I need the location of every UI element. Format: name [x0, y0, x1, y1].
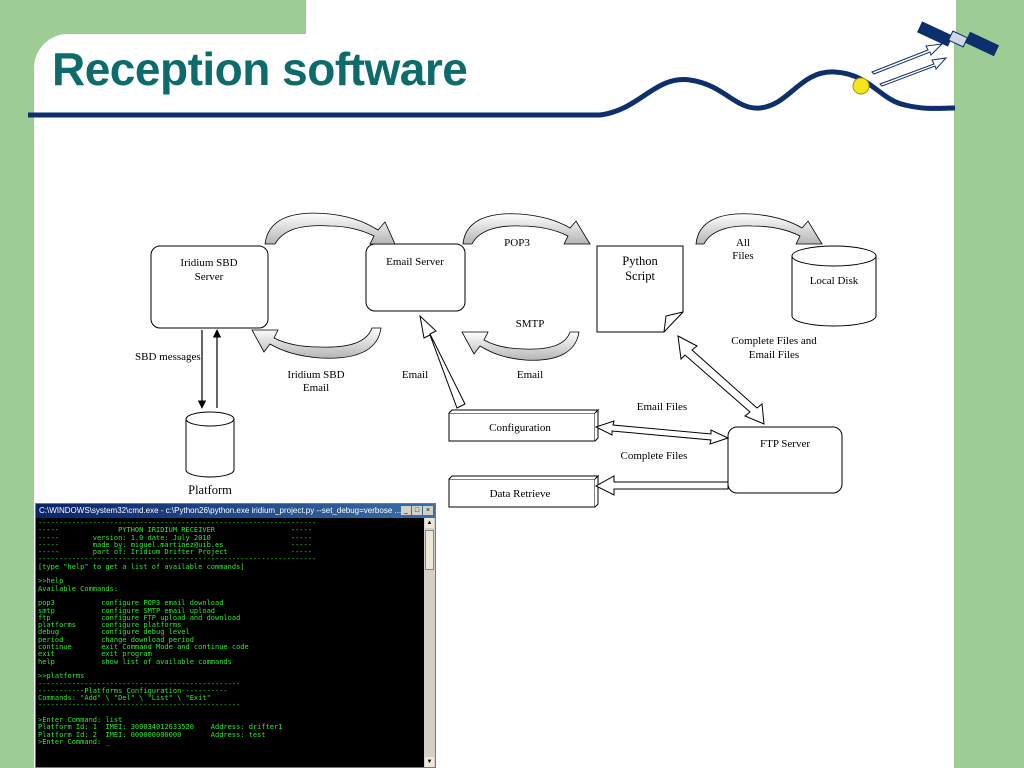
edge-label-all-files-1: All	[736, 237, 750, 249]
signal-arrows	[871, 43, 948, 87]
console-line: -----------Platforms Configuration------…	[38, 686, 228, 695]
sun-icon	[852, 77, 870, 95]
console-line: Available Commands:	[38, 584, 119, 593]
console-line	[38, 666, 421, 673]
console-line: pop3 configure POP3 email download	[38, 599, 224, 608]
edge-label-complete-files: Complete Files	[621, 450, 688, 462]
node-ftp-server: FTP Server	[727, 426, 843, 494]
scroll-down-icon[interactable]: ▼	[425, 757, 434, 767]
console-line: period change download period	[38, 635, 194, 644]
node-data-retrieve: Data Retrieve	[448, 474, 600, 508]
edge-label-sbd-messages: SBD messages	[135, 351, 201, 363]
console-line: ----- version: 1.0 date: July 2010 -----	[38, 533, 312, 542]
console-line: ftp configure FTP upload and download	[38, 613, 241, 622]
iridium-sbd-server-label-1: Iridium SBD	[180, 257, 237, 269]
arrow-ftp-to-data-retrieve	[594, 475, 729, 496]
edge-label-iridium-sbd-email-2: Email	[303, 382, 329, 394]
edge-label-iridium-sbd-email-1: Iridium SBD	[287, 369, 344, 381]
console-line: smtp configure SMTP email upload	[38, 606, 216, 615]
platform-label: Platform	[188, 483, 232, 497]
python-script-label-2: Script	[625, 269, 655, 283]
console-line: exit exit program	[38, 650, 152, 659]
console-line	[38, 571, 421, 578]
console-line: >Enter Command: _	[38, 737, 110, 746]
node-configuration: Configuration	[448, 408, 600, 442]
console-line: ----- PYTHON IRIDIUM RECEIVER -----	[38, 526, 312, 535]
python-script-label-1: Python	[622, 254, 658, 268]
edge-label-email-left: Email	[402, 369, 428, 381]
edge-label-smtp: SMTP	[516, 318, 545, 330]
curved-arrow-all-files	[695, 213, 823, 245]
console-line: ----------------------------------------…	[38, 555, 317, 564]
console-line: Platform Id: 1 IMEI: 300034012633520 Add…	[38, 723, 283, 732]
console-line: >>help	[38, 577, 64, 586]
console-window-controls: _ □ ×	[401, 506, 433, 515]
arrow-configuration-to-email-server	[419, 314, 466, 409]
satellite-icon	[917, 21, 1000, 57]
console-line: continue exit Command Mode and continue …	[38, 643, 249, 652]
ftp-server-label: FTP Server	[760, 438, 810, 450]
edge-label-email-files: Email Files	[637, 401, 687, 413]
node-python-script: Python Script	[596, 245, 684, 333]
console-window[interactable]: C:\WINDOWS\system32\cmd.exe - c:\Python2…	[35, 503, 436, 768]
arrow-configuration-ftp-double	[594, 420, 730, 445]
curved-arrow-pop3	[462, 213, 591, 245]
scroll-thumb[interactable]	[425, 530, 434, 570]
node-iridium-sbd-server: Iridium SBD Server	[150, 245, 269, 329]
console-line: ----- part of: Iridium Drifter Project -…	[38, 548, 312, 557]
scroll-up-icon[interactable]: ▲	[425, 518, 434, 528]
console-line: ----------------------------------------…	[38, 679, 241, 688]
console-line: >>platforms	[38, 672, 85, 681]
console-line: Commands: "Add" \ "Del" \ "List" \ "Exit…	[38, 694, 211, 703]
node-local-disk: Local Disk	[791, 245, 877, 327]
node-email-server: Email Server	[365, 243, 466, 312]
curved-arrow-smtp	[461, 331, 580, 361]
hills-logo	[28, 69, 956, 118]
email-server-label: Email Server	[386, 256, 444, 268]
iridium-sbd-server-label-2: Server	[195, 271, 224, 283]
console-line: ----------------------------------------…	[38, 519, 317, 527]
console-line: Platform Id: 2 IMEI: 000000000000 Addres…	[38, 730, 266, 739]
console-line: debug configure debug level	[38, 628, 190, 637]
close-icon[interactable]: ×	[423, 506, 433, 515]
edge-label-email-right: Email	[517, 369, 543, 381]
slide-title: Reception software	[52, 43, 468, 95]
console-titlebar[interactable]: C:\WINDOWS\system32\cmd.exe - c:\Python2…	[36, 504, 435, 518]
data-retrieve-label: Data Retrieve	[490, 488, 551, 500]
configuration-label: Configuration	[489, 422, 551, 434]
console-line: [type "help" to get a list of available …	[38, 562, 245, 571]
edge-label-all-files-2: Files	[732, 250, 753, 262]
header-panel-top	[306, 0, 956, 34]
console-title: C:\WINDOWS\system32\cmd.exe - c:\Python2…	[39, 506, 402, 515]
curved-arrow-email-to-sbd	[251, 327, 382, 359]
console-line: platforms configure platforms	[38, 621, 182, 630]
edge-label-complete-files-email-files-2: Email Files	[749, 349, 799, 361]
console-scrollbar[interactable]: ▲ ▼	[424, 518, 435, 767]
curved-arrow-sbd-to-email	[264, 212, 396, 245]
maximize-icon[interactable]: □	[412, 506, 422, 515]
console-output[interactable]: ----------------------------------------…	[36, 518, 423, 767]
console-line: help show list of available commands	[38, 657, 232, 666]
minimize-icon[interactable]: _	[401, 506, 411, 515]
edge-label-pop3: POP3	[504, 237, 530, 249]
arrow-python-ftp-double	[677, 335, 765, 425]
node-platform: Platform	[185, 411, 235, 497]
console-line: ----------------------------------------…	[38, 701, 241, 710]
console-line: ----- made by: miguel.martinez@uib.es --…	[38, 540, 312, 549]
console-line: >Enter Command: list	[38, 716, 123, 725]
local-disk-label: Local Disk	[810, 275, 859, 287]
arrow-sbd-messages	[197, 329, 222, 409]
edge-label-complete-files-email-files-1: Complete Files and	[731, 335, 817, 347]
